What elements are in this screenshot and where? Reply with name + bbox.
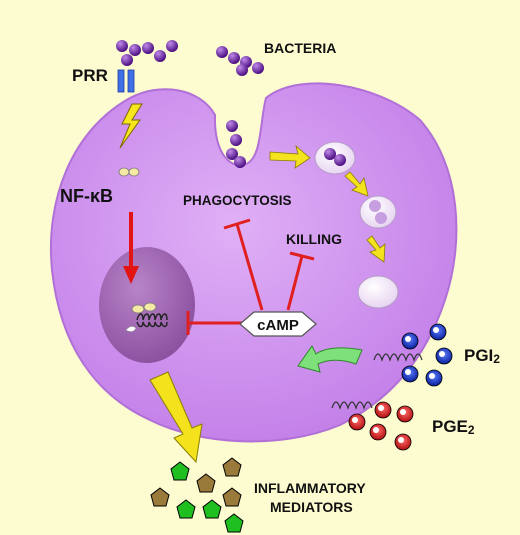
label-camp: cAMP	[257, 317, 299, 334]
yellow-arrow-1	[269, 144, 311, 169]
phagosome-late	[357, 275, 399, 309]
label-killing: KILLING	[286, 231, 342, 247]
phagosome-mid	[359, 195, 397, 229]
pge2-ligands	[348, 401, 414, 451]
yellow-arrow-2	[344, 171, 369, 197]
inhibition-killing	[286, 251, 315, 311]
dna-fragment	[125, 326, 137, 332]
label-inflammatory: INFLAMMATORY	[254, 480, 366, 496]
nf-kb-dimer	[118, 167, 140, 177]
label-pgi2: PGI2	[464, 346, 500, 366]
label-mediators: MEDIATORS	[270, 499, 353, 515]
nf-kb-in-nucleus	[131, 302, 157, 314]
label-pgi2-base: PGI	[464, 346, 493, 365]
pgi2-ligands	[401, 323, 453, 387]
ep-receptor	[331, 401, 373, 410]
dna-coil-icon	[136, 313, 168, 328]
label-phagocytosis: PHAGOCYTOSIS	[183, 193, 292, 208]
label-nf-kb: NF-κB	[60, 186, 113, 206]
label-prr: PRR	[72, 66, 108, 85]
lightning-bolt-icon	[119, 103, 143, 149]
bacteria-cluster-left	[116, 40, 178, 66]
prr-receptor	[117, 69, 135, 93]
camp-hexagon	[239, 311, 317, 337]
inhibition-nucleus	[186, 311, 244, 335]
green-signal-arrow	[297, 345, 363, 373]
bacteria-cluster-top	[216, 46, 264, 76]
inflammatory-mediators	[150, 457, 244, 533]
mediator-release-arrow	[149, 371, 203, 464]
label-pge2-sub: 2	[468, 423, 475, 437]
inhibition-phagocytosis	[223, 218, 264, 311]
label-pgi2-sub: 2	[493, 352, 500, 366]
phagosome-early	[314, 141, 356, 175]
label-bacteria: BACTERIA	[264, 40, 336, 56]
yellow-arrow-3	[366, 235, 386, 263]
label-pge2: PGE2	[432, 417, 475, 437]
ip-receptor	[373, 353, 423, 362]
macrophage-cell	[50, 82, 458, 443]
label-pge2-base: PGE	[432, 417, 468, 436]
bacteria-engulfing	[226, 120, 246, 168]
nf-kb-translocation-arrow	[123, 212, 139, 284]
